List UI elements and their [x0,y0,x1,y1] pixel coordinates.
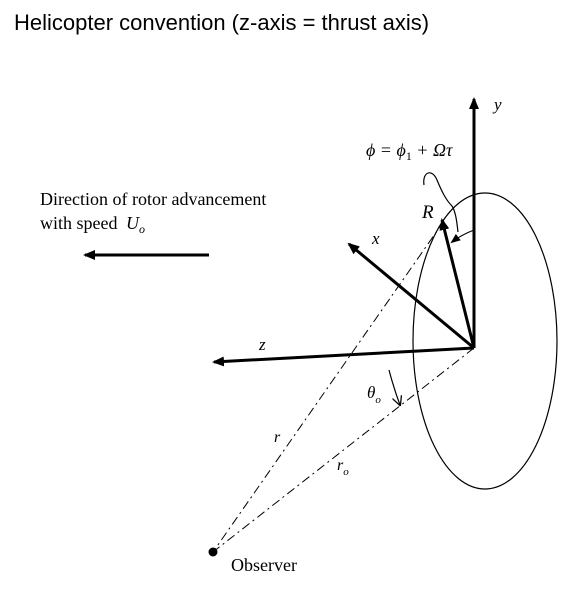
distance-r-label: r [274,429,281,446]
distance-ro-label: ro [337,457,349,478]
theta-label: θo [367,383,381,406]
observer-line-ro [212,347,475,553]
blade-radius-arrow [439,218,476,349]
observer-line-r [212,220,445,553]
azimuth-angle-arc [450,229,475,244]
advancement-label-line2: with speed Uo [40,213,145,236]
observer-label: Observer [231,555,297,575]
advancement-label-line1: Direction of rotor advancement [40,189,266,209]
z-axis-arrow [212,346,475,367]
x-axis-label: x [371,229,380,248]
y-axis-label: y [492,95,502,114]
phase-equation: ϕ = ϕ1 + Ωτ [366,140,453,164]
equation-leader [423,172,459,233]
observer-point [208,547,218,557]
theta-angle-arc [388,369,400,405]
x-axis-arrow [347,242,475,350]
page-title: Helicopter convention (z-axis = thrust a… [14,10,430,35]
radius-label: R [421,202,434,223]
rotor-disk-ellipse [412,192,558,490]
z-axis-label: z [258,335,266,354]
